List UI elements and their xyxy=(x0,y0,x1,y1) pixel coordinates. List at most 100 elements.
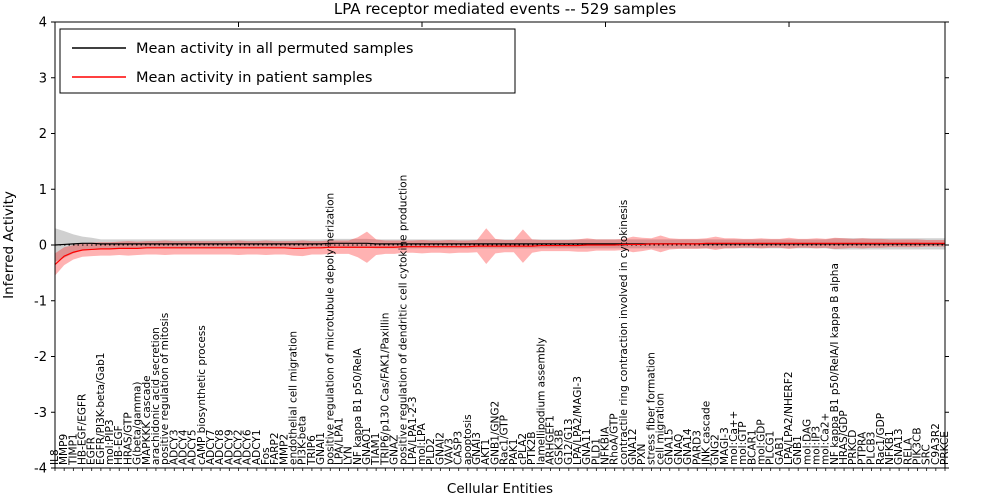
x-category-label: GNA11 xyxy=(581,428,593,465)
x-category-label: NFKB1 xyxy=(884,430,896,465)
x-category-label: GNA12 xyxy=(627,428,639,465)
legend: Mean activity in all permuted samples Me… xyxy=(59,28,516,94)
y-tick-label: 3 xyxy=(39,71,47,86)
y-tick-label: -2 xyxy=(34,350,47,365)
x-category-label: positive regulation of mitosis xyxy=(159,313,171,465)
x-category-label: PRKCD xyxy=(847,430,859,465)
x-category-label: mol:IP3 xyxy=(811,426,823,465)
x-category-label: PTPRA xyxy=(856,431,868,465)
x-category-label: ADCY1 xyxy=(251,429,263,465)
x-category-label: TIAM1 xyxy=(370,433,382,466)
x-category-label: NF kappa B1 p50/RelA xyxy=(352,347,364,465)
x-category-label: RhoA/GTP xyxy=(609,413,621,465)
x-category-label: PIK3CB xyxy=(911,427,923,465)
x-category-label: BCAR1 xyxy=(746,429,758,465)
y-tick-label: -4 xyxy=(34,462,47,477)
y-axis-label: Inferred Activity xyxy=(1,191,17,299)
y-tick-label: 4 xyxy=(39,16,47,31)
x-category-label: HB-EGF xyxy=(113,425,125,465)
x-category-label: GNAI2 xyxy=(434,432,446,465)
y-tick-label: -1 xyxy=(34,294,47,309)
x-category-label: Rac1/GDP xyxy=(875,413,887,465)
x-category-label: G(beta/gamma) xyxy=(132,381,144,465)
x-category-label: cAMP biosynthetic process xyxy=(196,325,208,465)
x-category-label: HRAS/GTP xyxy=(122,412,134,465)
y-tick-label: 2 xyxy=(39,127,47,142)
permuted-band xyxy=(55,228,945,262)
x-category-label: apoptosis xyxy=(462,414,474,465)
x-category-label: EGFR/PI3K-beta/Gab1 xyxy=(95,353,107,465)
x-category-label: cPLA2 xyxy=(517,433,529,465)
x-category-label: mol:Ca2+ xyxy=(820,413,832,465)
x-category-label: PXN xyxy=(636,444,648,465)
x-category-label: LPA/LPA2/NHERF2 xyxy=(783,371,795,465)
x-category-label: CASP3 xyxy=(453,431,465,465)
plot-area: IL8MMP9TIMP1HB-EGF/EGFREGFREGFR/PI3K-bet… xyxy=(34,16,951,477)
x-axis-label: Cellular Entities xyxy=(447,481,553,497)
y-tick-label: 1 xyxy=(39,183,47,198)
x-category-label: GNG2 xyxy=(710,434,722,465)
x-category-label: mol:DAG xyxy=(801,419,813,465)
x-category-label: mol:Ca++ xyxy=(728,411,740,465)
x-category-label: MAPKKK cascade xyxy=(141,375,153,465)
x-category-label: ADCY4 xyxy=(177,429,189,465)
x-category-label: G12/G13 xyxy=(563,418,575,465)
x-category-label: endothelial cell migration xyxy=(288,331,300,465)
x-category-label: NF kappa B1 p50/RelA/I kappa B alpha xyxy=(829,263,841,465)
x-category-label: PI3K-beta xyxy=(297,416,309,465)
x-category-label: ADCY3 xyxy=(168,429,180,465)
x-category-label: mol:GTP xyxy=(737,421,749,465)
legend-label-patient: Mean activity in patient samples xyxy=(136,70,372,86)
x-category-label: GNA15 xyxy=(664,428,676,465)
x-category-label: contractile ring contraction involved in… xyxy=(618,200,630,465)
x-category-label: GNA13 xyxy=(893,428,905,465)
x-category-label: ADCY2 xyxy=(233,429,245,465)
x-category-label: ADCY7 xyxy=(205,429,217,465)
x-category-label: PAK1 xyxy=(508,439,520,465)
x-category-label: MAGI-3 xyxy=(719,427,731,465)
x-category-label: positive regulation of microtubule depol… xyxy=(324,193,336,465)
x-category-label: PLD2 xyxy=(425,438,437,465)
x-category-label: TIMP1 xyxy=(67,433,79,466)
x-category-label: GNAO1 xyxy=(361,427,373,465)
x-category-label: Fos xyxy=(260,447,272,465)
x-category-label: AKT1 xyxy=(480,439,492,465)
y-tick-label: -3 xyxy=(34,406,47,421)
x-category-label: GNB1/GNG2 xyxy=(489,401,501,465)
legend-label-permuted: Mean activity in all permuted samples xyxy=(136,41,413,57)
chart-title: LPA receptor mediated events -- 529 samp… xyxy=(334,0,676,18)
x-category-label: PARD3 xyxy=(691,430,703,465)
x-category-label: C9A3R2 xyxy=(930,423,942,465)
y-tick-label: 0 xyxy=(39,239,47,254)
x-category-label: cell migration xyxy=(655,393,667,465)
x-category-label: ADCY6 xyxy=(242,429,254,465)
x-category-label: LPA/LPA1 xyxy=(333,417,345,465)
x-category-label: NFKBIA xyxy=(600,426,612,465)
x-category-label: SRC xyxy=(921,444,933,465)
x-category-label: GNAZ xyxy=(388,435,400,465)
x-category-label: LYN xyxy=(343,446,355,465)
x-category-label: mol:GDP xyxy=(755,419,767,465)
x-category-label: VAV3 xyxy=(444,438,456,465)
x-category-label: FARP2 xyxy=(269,432,281,465)
x-category-label: GAB1 xyxy=(774,436,786,465)
x-category-label: GNB1 xyxy=(792,435,804,465)
legend-box xyxy=(59,28,516,94)
x-category-label: JNK cascade xyxy=(700,401,712,466)
x-category-label: ARHGEF1 xyxy=(544,415,556,465)
x-category-label: stress fiber formation xyxy=(645,352,657,465)
x-category-label: LPA/LPA1-2-3 xyxy=(407,396,419,465)
x-category-label: GNAQ xyxy=(673,434,685,465)
x-category-label: EGFR xyxy=(86,437,98,465)
x-category-label: PTK2B xyxy=(526,431,538,465)
x-category-label: GNAI1 xyxy=(315,432,327,465)
x-category-label: MMP9 xyxy=(58,434,70,465)
x-category-label: mol:LPA xyxy=(416,422,428,465)
x-category-label: mol:PIP3 xyxy=(104,419,116,465)
x-category-label: ADCY5 xyxy=(187,429,199,465)
x-category-label: HRAS/GDP xyxy=(838,410,850,465)
x-category-label: PLD1 xyxy=(590,438,602,465)
x-category-label: MMP2 xyxy=(278,434,290,465)
x-category-label: LPA/LPA2/MAGI-3 xyxy=(572,376,584,465)
x-category-label: TRIP6/p130 Cas/FAK1/Paxillin xyxy=(379,313,391,466)
